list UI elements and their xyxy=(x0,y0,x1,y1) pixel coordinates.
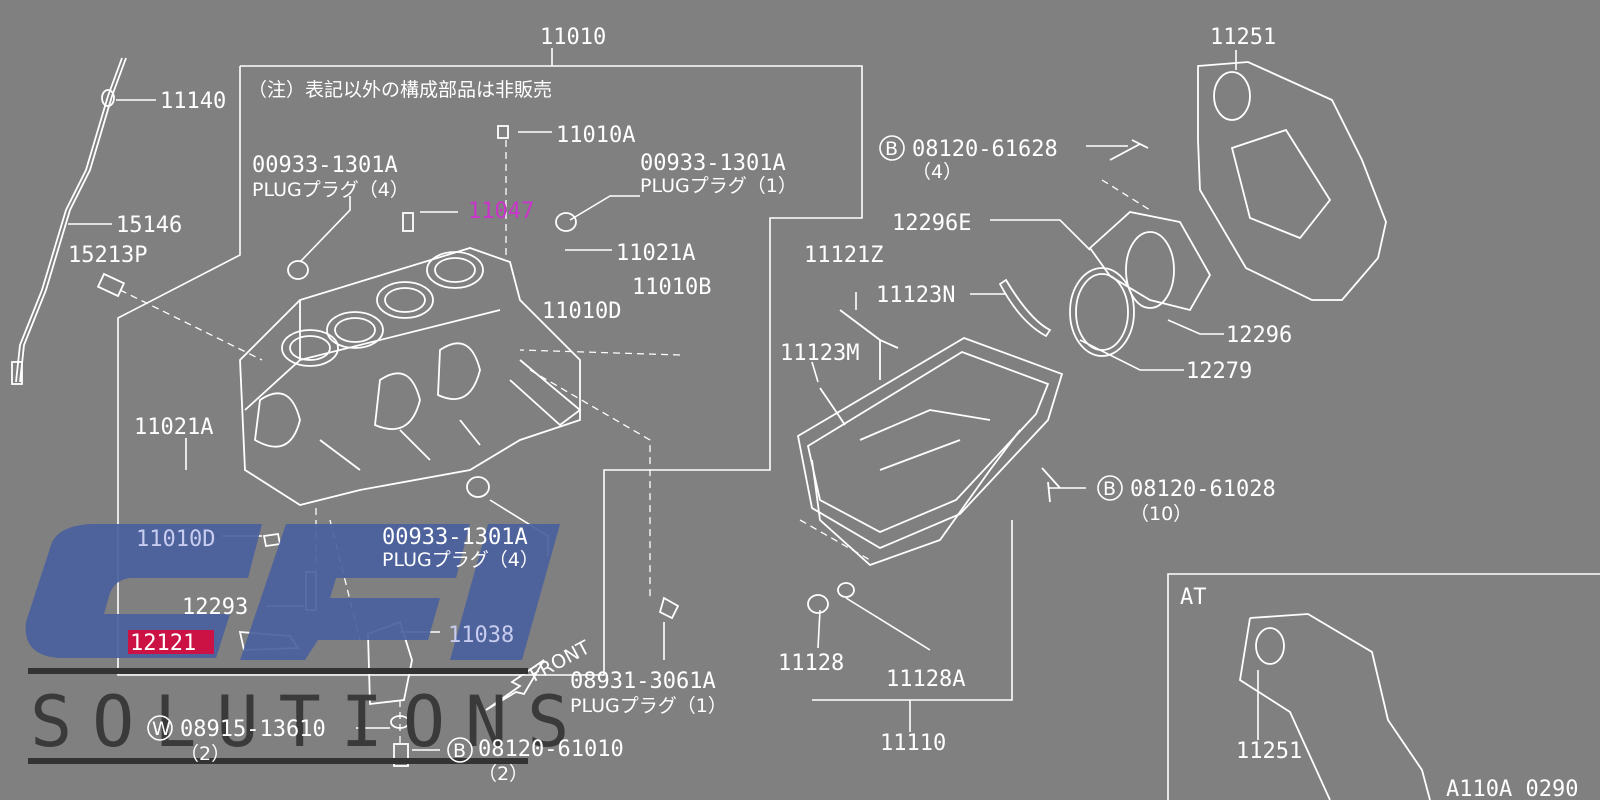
label-11021A-right: 11021A xyxy=(616,241,695,266)
label-qty2-b: （2） xyxy=(478,763,528,785)
label-at: AT xyxy=(1180,585,1207,610)
label-15146: 15146 xyxy=(116,213,182,238)
label-11038: 11038 xyxy=(448,623,514,648)
boundary-lines xyxy=(117,48,1600,800)
label-08120-61010: 08120-61010 xyxy=(478,737,624,762)
circle-b-1: B xyxy=(885,138,898,160)
label-qty2-w: （2） xyxy=(180,743,230,765)
label-11021A-left: 11021A xyxy=(134,415,213,440)
label-plug4-bottom: PLUGプラグ（4） xyxy=(382,549,539,571)
circle-w: W xyxy=(152,718,171,740)
circle-b-3: B xyxy=(453,740,466,762)
label-11123M: 11123M xyxy=(780,341,859,366)
efi-tagline: SOLUTIONS xyxy=(30,681,589,763)
label-11110: 11110 xyxy=(880,731,946,756)
label-12121: 12121 xyxy=(130,631,196,656)
label-08931: 08931-3061A xyxy=(570,669,716,694)
highlight-box xyxy=(128,630,214,654)
label-00933-top-left: 00933-1301A xyxy=(252,153,398,178)
label-11010D-left: 11010D xyxy=(136,527,215,552)
label-12296: 12296 xyxy=(1226,323,1292,348)
label-note: （注）表記以外の構成部品は非販売 xyxy=(248,79,552,101)
label-plug1-top: PLUGプラグ（1） xyxy=(640,175,797,197)
label-11251-bottom: 11251 xyxy=(1236,739,1302,764)
label-11251-top: 11251 xyxy=(1210,25,1276,50)
label-plug4-top: PLUGプラグ（4） xyxy=(252,179,409,201)
label-11047: 11047 xyxy=(468,199,534,224)
label-11128A: 11128A xyxy=(886,667,965,692)
label-12296E: 12296E xyxy=(892,211,971,236)
label-plug1-bottom: PLUGプラグ（1） xyxy=(570,695,727,717)
circled-markers: B B W B xyxy=(147,135,1123,763)
label-code: A110A 0290 xyxy=(1446,777,1578,800)
circle-b-2: B xyxy=(1103,478,1116,500)
label-12293: 12293 xyxy=(182,595,248,620)
label-08120-61028: 08120-61028 xyxy=(1130,477,1276,502)
engine-block-drawing xyxy=(239,125,582,506)
label-11010B: 11010B xyxy=(632,275,711,300)
label-qty10: （10） xyxy=(1130,503,1192,525)
label-11010: 11010 xyxy=(540,25,606,50)
label-00933-top-right: 00933-1301A xyxy=(640,151,786,176)
label-08120-61628: 08120-61628 xyxy=(912,137,1058,162)
label-12279: 12279 xyxy=(1186,359,1252,384)
label-11140: 11140 xyxy=(160,89,226,114)
dipstick-drawing xyxy=(11,57,127,385)
label-11010A: 11010A xyxy=(556,123,635,148)
label-11010D-right: 11010D xyxy=(542,299,621,324)
label-15213P: 15213P xyxy=(68,243,147,268)
efi-logo xyxy=(25,524,560,764)
label-08915: 08915-13610 xyxy=(180,717,326,742)
part-labels: 11010 （注）表記以外の構成部品は非販売 11140 11010A 0093… xyxy=(68,25,1578,800)
rear-parts-drawing xyxy=(998,61,1431,800)
label-11123N: 11123N xyxy=(876,283,955,308)
label-11128: 11128 xyxy=(778,651,844,676)
label-qty4: （4） xyxy=(912,161,962,183)
front-arrow-icon xyxy=(485,659,545,711)
label-11121Z: 11121Z xyxy=(804,243,883,268)
oil-pan-drawing xyxy=(796,309,1064,614)
label-00933-bottom: 00933-1301A xyxy=(382,525,528,550)
